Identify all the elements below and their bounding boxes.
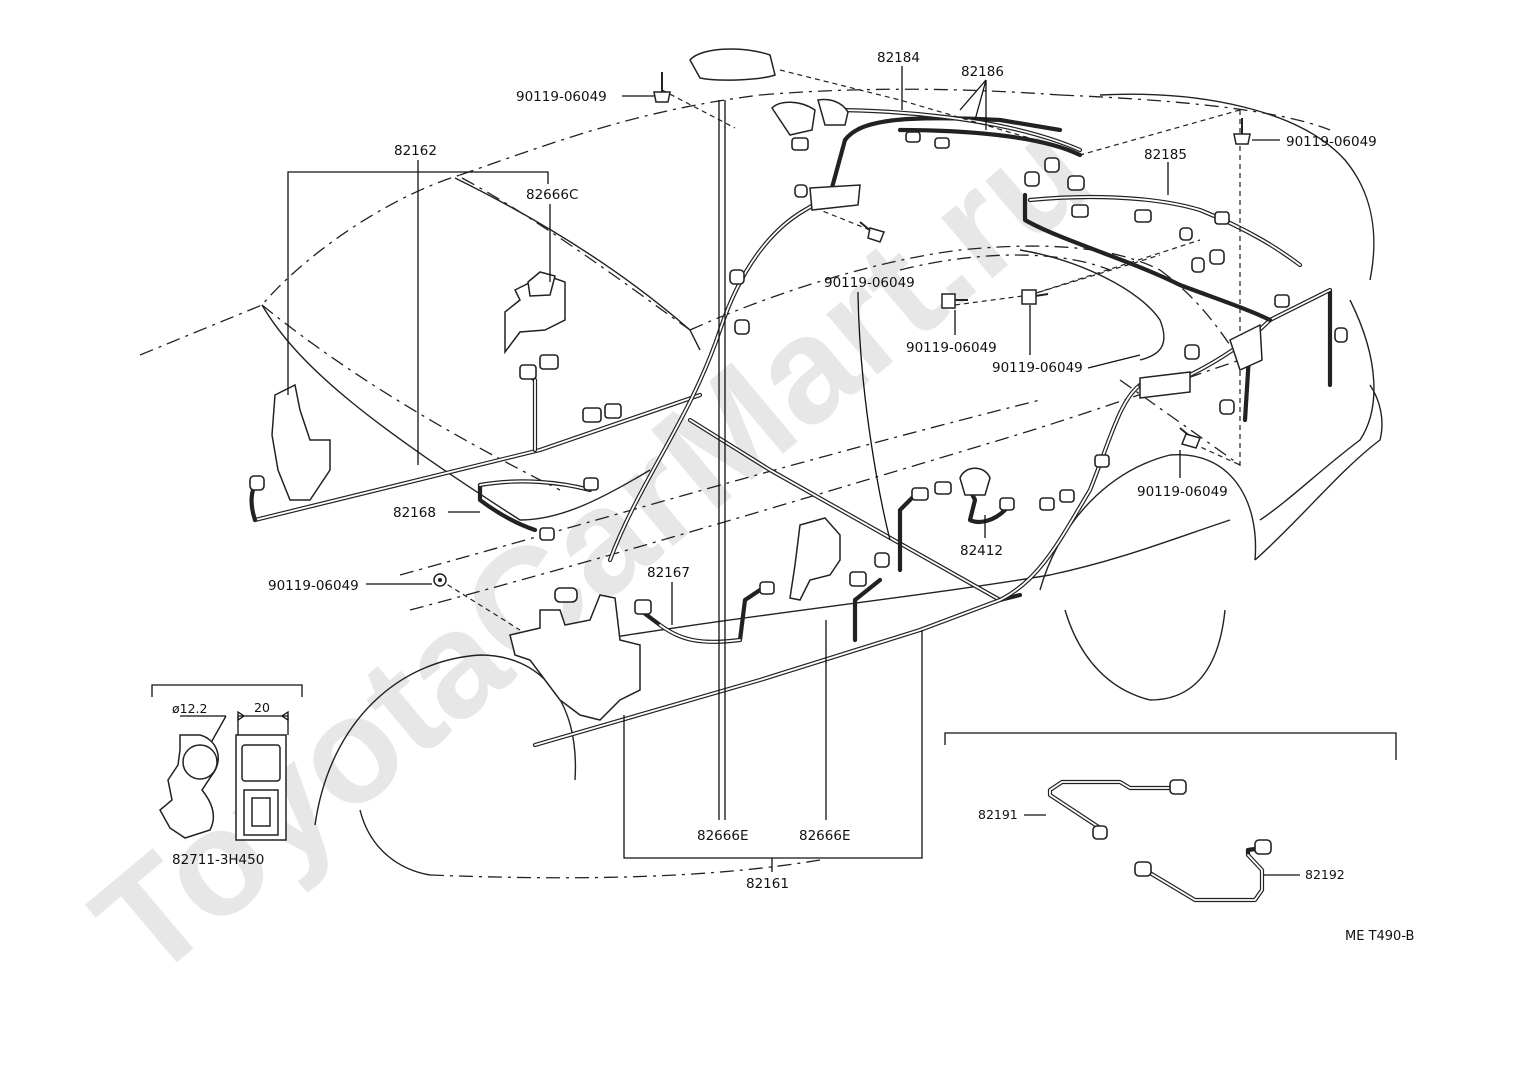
part-label: 82666C: [526, 187, 578, 203]
clamp-detail: [151, 684, 303, 841]
part-label: 90119-06049: [516, 89, 607, 105]
harness-detail-82191-82192: [944, 732, 1397, 903]
part-label: 82185: [1144, 147, 1187, 163]
part-label: 90119-06049: [906, 340, 997, 356]
dimension-label: ø12.2: [172, 701, 207, 716]
label-leader-lines: [287, 66, 1300, 876]
part-label: 90119-06049: [1286, 134, 1377, 150]
part-label: 82186: [961, 64, 1004, 80]
part-label: 90119-06049: [268, 578, 359, 594]
part-label: 82192: [1305, 867, 1345, 882]
dimension-label: 20: [254, 700, 270, 715]
screw-icon: [1233, 118, 1251, 145]
components: [249, 48, 1348, 721]
part-labels: 90119-06049 82184 82186 90119-06049 8218…: [172, 50, 1414, 944]
part-label: 82412: [960, 543, 1003, 559]
part-label: 82666E: [799, 828, 850, 844]
screw-icon: [1179, 427, 1202, 449]
part-label: 82711-3H450: [172, 852, 264, 868]
screw-icon: [1021, 289, 1049, 305]
part-label: 82666E: [697, 828, 748, 844]
diagram-code: ME T490-B: [1345, 929, 1414, 944]
part-label: 90119-06049: [1137, 484, 1228, 500]
part-label: 82168: [393, 505, 436, 521]
part-label: 90119-06049: [992, 360, 1083, 376]
part-label: 82184: [877, 50, 920, 66]
screw-icon: [433, 573, 447, 587]
part-label: 82162: [394, 143, 437, 159]
screw-icon: [941, 293, 968, 309]
part-label: 82161: [746, 876, 789, 892]
screw-icon: [859, 221, 886, 243]
part-label: 82191: [978, 807, 1018, 822]
part-label: 90119-06049: [824, 275, 915, 291]
part-label: 82167: [647, 565, 690, 581]
screw-icon: [653, 72, 671, 103]
